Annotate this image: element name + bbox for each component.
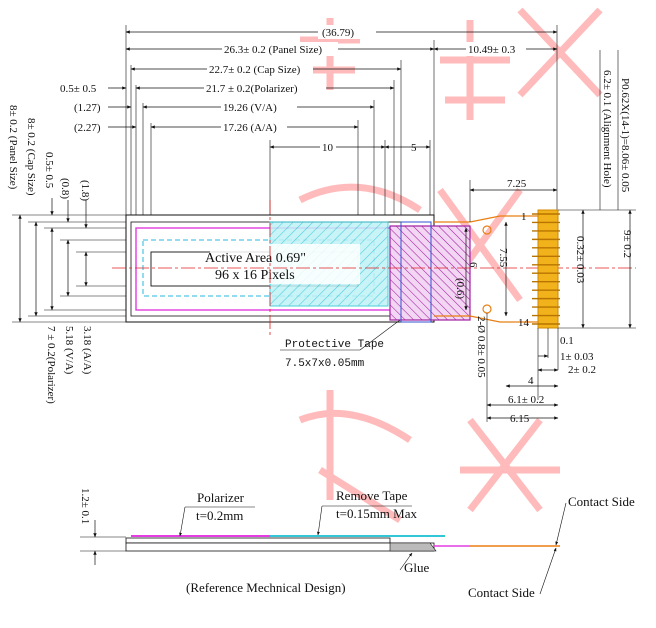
pin-14-label: 14 bbox=[518, 317, 530, 329]
side-view: 1.2± 0.1 Polarizer t=0.2mm Remove Tape t… bbox=[79, 488, 635, 600]
panel-front-view: Active Area 0.69" 96 x 16 Pixels 6 (0.6) bbox=[112, 200, 636, 336]
dim-fpc-755: 7.55 bbox=[497, 248, 509, 268]
dim-fpc-4: 4 bbox=[528, 375, 534, 387]
dim-left-half: 0.5± 0.5 bbox=[43, 152, 55, 189]
dim-fpc-pitch: P0.62X(14-1)=8.06± 0.05 bbox=[619, 78, 631, 193]
side-glue-label: Glue bbox=[404, 560, 430, 575]
protective-tape-size: 7.5x7x0.05mm bbox=[285, 358, 365, 370]
protective-tape-title: Protective Tape bbox=[285, 339, 384, 351]
active-area-pixels: 96 x 16 Pixels bbox=[215, 268, 295, 283]
dim-left-small-2: (1.27) bbox=[74, 102, 101, 114]
side-polarizer-thickness: t=0.2mm bbox=[196, 508, 243, 523]
dim-left-aa: 3.18 (A/A) bbox=[81, 326, 93, 375]
side-caption: (Reference Mechnical Design) bbox=[186, 580, 346, 595]
dim-fpc-725: 7.25 bbox=[507, 178, 527, 190]
side-polarizer-label: Polarizer bbox=[197, 490, 245, 505]
protective-tape-callout: Protective Tape 7.5x7x0.05mm bbox=[280, 319, 401, 370]
dim-overall: (36.79) bbox=[322, 27, 354, 39]
dim-left-panel: 8± 0.2 (Panel Size) bbox=[7, 105, 19, 190]
fpc-contacts bbox=[537, 209, 559, 329]
dim-left-18: (1.8) bbox=[79, 180, 91, 201]
dim-fpc-hole: 6.2± 0.1 (Alignment Hole) bbox=[601, 70, 613, 188]
side-contact-side-top: Contact Side bbox=[568, 494, 635, 509]
driver-ic bbox=[389, 225, 471, 321]
watermark bbox=[298, 7, 603, 523]
dim-five: 5 bbox=[411, 142, 417, 154]
dim-fpc-032: 0.32± 0.03 bbox=[574, 236, 586, 284]
side-glue bbox=[389, 542, 437, 552]
fpc-pins bbox=[532, 213, 560, 325]
dim-left-small-3: (2.27) bbox=[74, 122, 101, 134]
dim-cap-size: 22.7± 0.2 (Cap Size) bbox=[209, 64, 301, 76]
dim-left-08: (0.8) bbox=[59, 178, 71, 199]
dim-aa: 17.26 (A/A) bbox=[223, 122, 277, 134]
side-remove-tape-thickness: t=0.15mm Max bbox=[336, 506, 417, 521]
side-panel-glass bbox=[125, 542, 435, 552]
dim-fpc-01: 0.1 bbox=[560, 335, 574, 347]
dim-left-pol: 7 ± 0.2(Polarizer) bbox=[45, 326, 57, 404]
dim-fpc-615: 6.15 bbox=[510, 413, 530, 425]
dim-left-cap: 8± 0.2 (Cap Size) bbox=[25, 118, 37, 196]
dim-ic-zero-six: (0.6) bbox=[454, 278, 466, 299]
side-contact-side-bottom: Contact Side bbox=[468, 585, 535, 600]
dim-right-part: 10.49± 0.3 bbox=[468, 44, 516, 56]
dim-fpc-61: 6.1± 0.2 bbox=[508, 394, 544, 406]
ic-region-outline bbox=[400, 221, 432, 323]
dim-ten: 10 bbox=[322, 142, 334, 154]
dim-va: 19.26 (V/A) bbox=[223, 102, 277, 114]
alignment-hole-top bbox=[482, 225, 492, 235]
dim-fpc-hole-dia: 2-Ø 0.8± 0.05 bbox=[475, 316, 487, 378]
active-area-label: Active Area 0.69" bbox=[205, 251, 306, 266]
dim-fpc-9: 9± 0.2 bbox=[621, 230, 633, 258]
dim-fpc-2: 2± 0.2 bbox=[568, 364, 596, 376]
dim-polarizer: 21.7 ± 0.2(Polarizer) bbox=[206, 83, 298, 95]
dim-left-va: 5.18 (V/A) bbox=[63, 326, 75, 375]
side-cap-glass bbox=[125, 537, 391, 544]
alignment-hole-bottom bbox=[482, 304, 492, 314]
pin-1-label: 1 bbox=[521, 211, 527, 223]
side-thickness: 1.2± 0.1 bbox=[79, 488, 91, 524]
fpc-dimensions: 7.25 7.55 0.32± 0.03 9± 0.2 6.2± 0.1 (Al… bbox=[469, 50, 636, 425]
dim-ic-six: 6 bbox=[467, 262, 479, 268]
dim-fpc-1: 1± 0.03 bbox=[560, 351, 594, 363]
dim-panel-size: 26.3± 0.2 (Panel Size) bbox=[224, 44, 322, 56]
side-remove-tape-label: Remove Tape bbox=[336, 488, 408, 503]
dim-left-small-1: 0.5± 0.5 bbox=[60, 83, 97, 95]
